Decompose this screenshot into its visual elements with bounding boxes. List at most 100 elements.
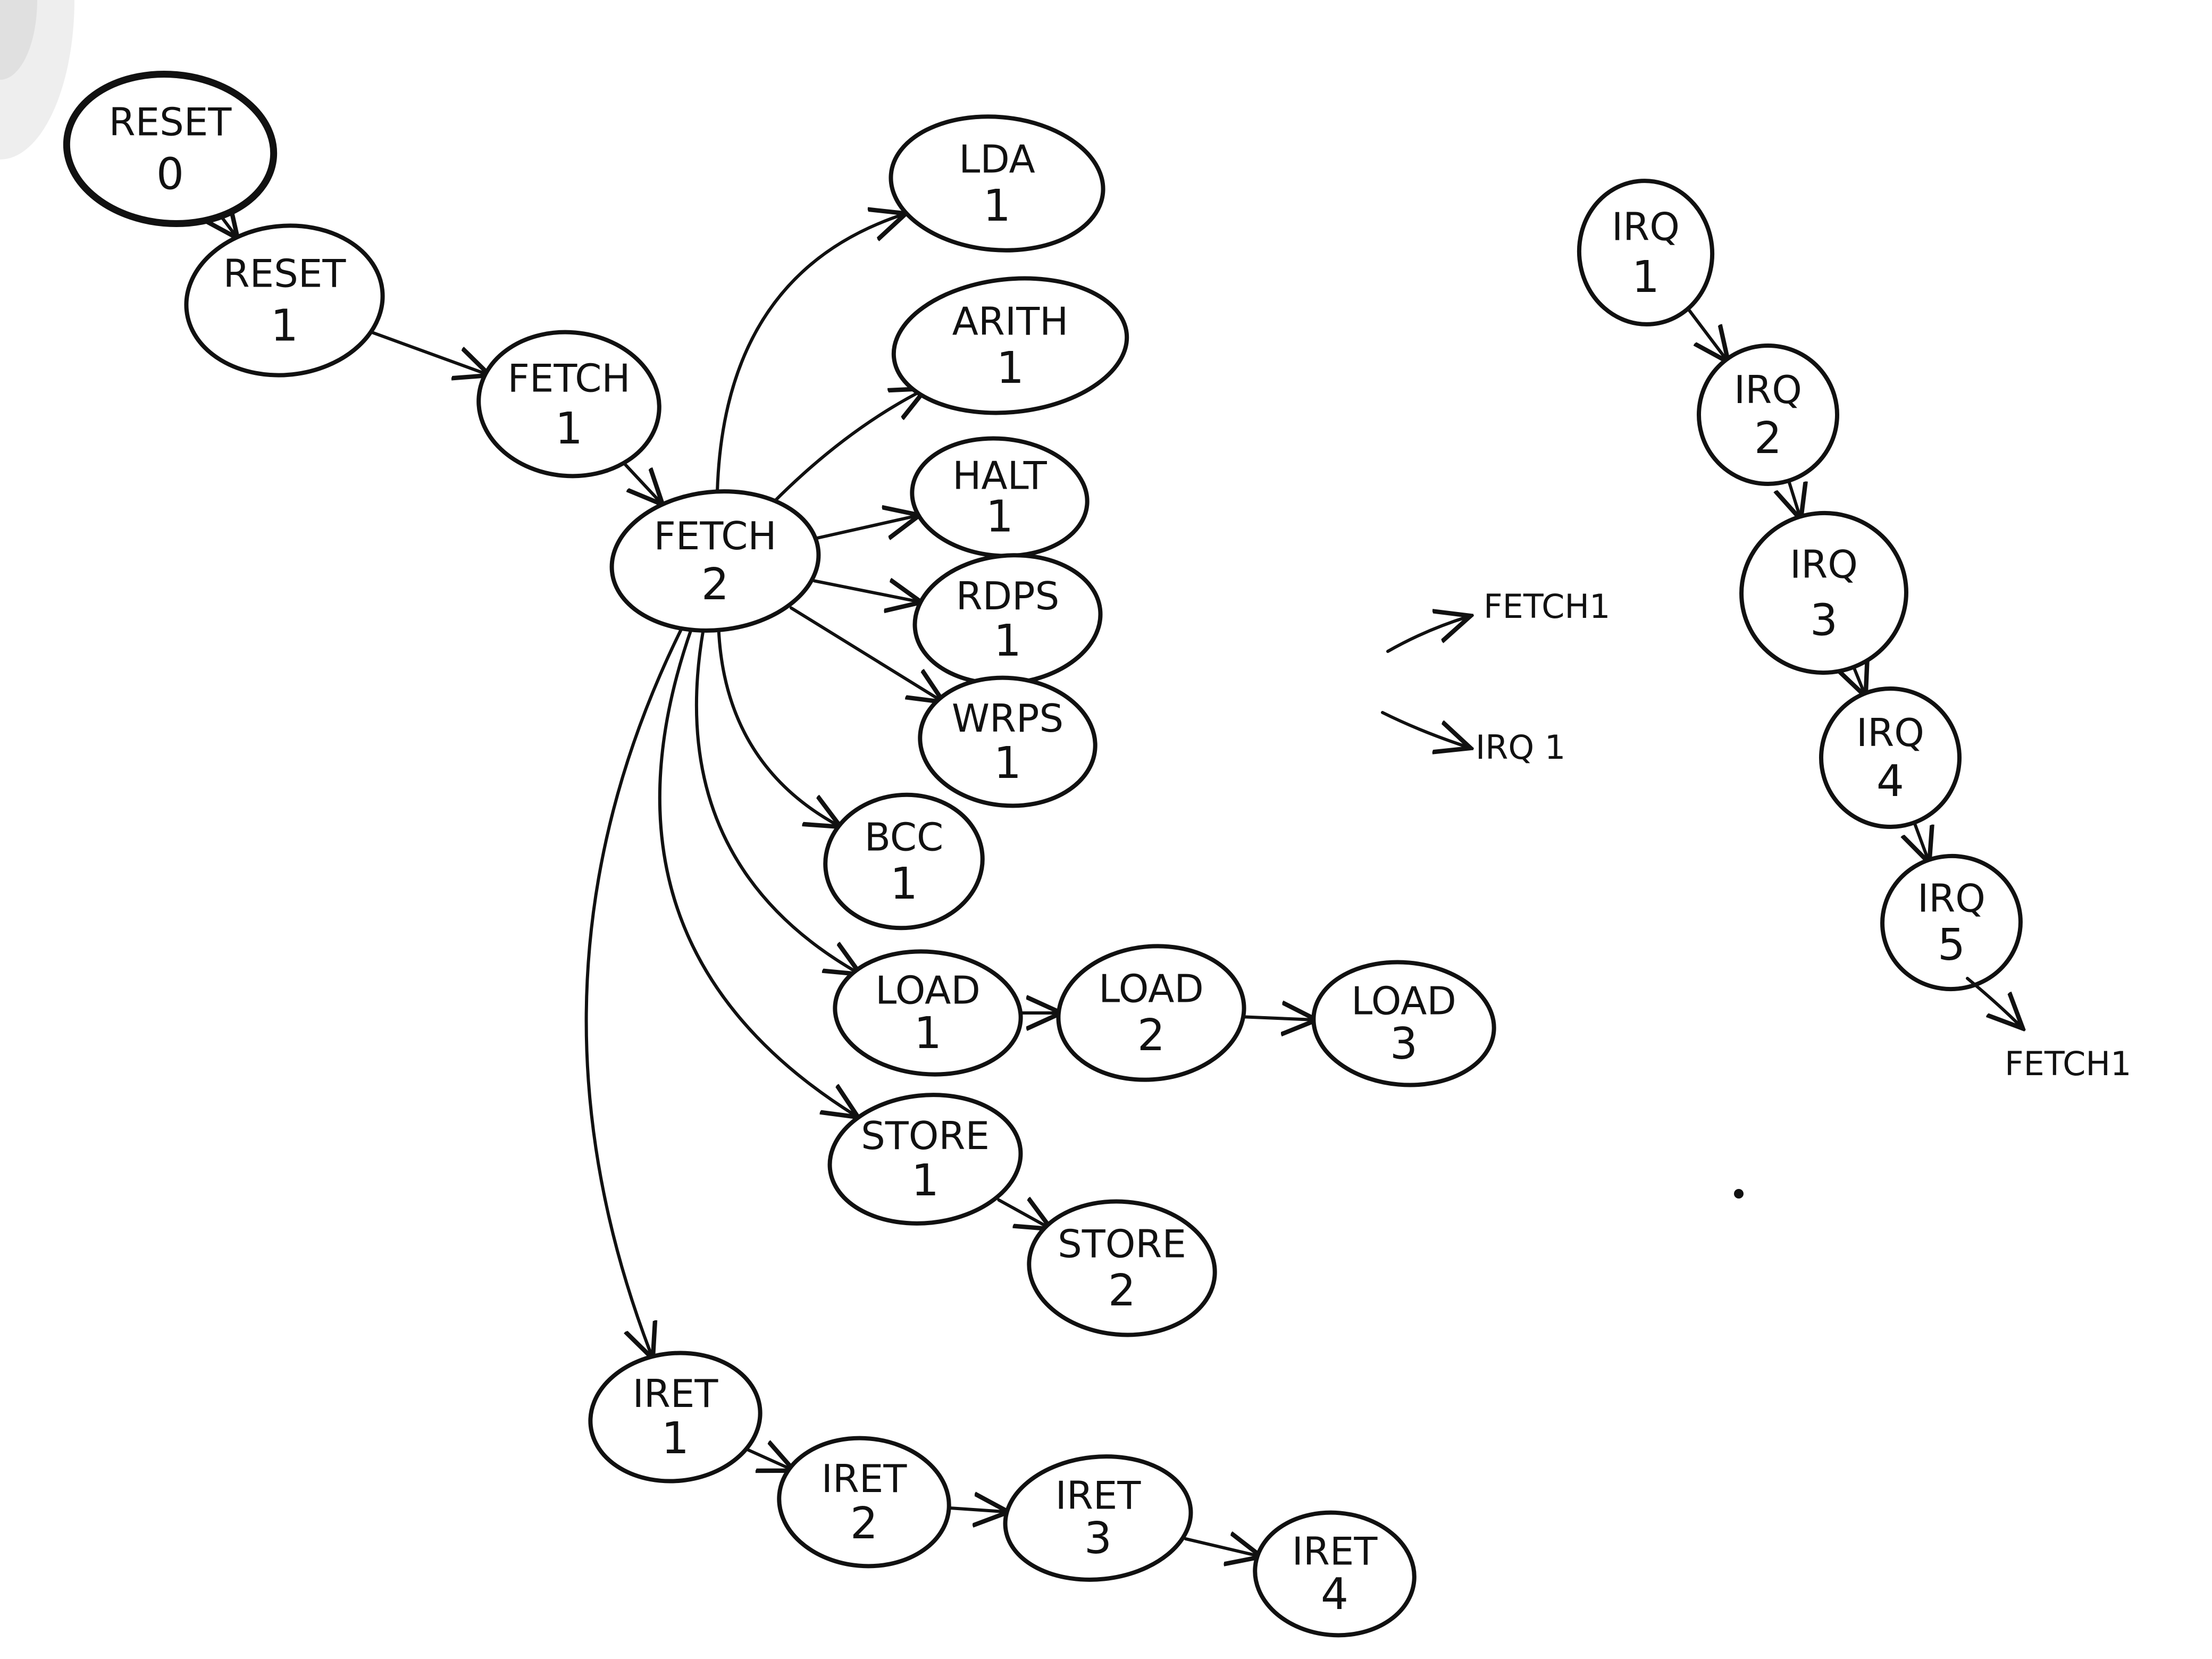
- state-node-number: 5: [1938, 920, 1965, 970]
- state-node-name: FETCH: [507, 356, 630, 400]
- legend-to-fetch: FETCH1: [1386, 587, 1610, 653]
- state-node-fetch-1: FETCH1: [476, 330, 661, 479]
- state-node-number: 0: [156, 149, 184, 200]
- transition-irq-2-to-irq-3: [1789, 479, 1800, 517]
- transition-load-2-to-load-3: [1242, 1017, 1314, 1020]
- state-node-outline: [823, 792, 985, 931]
- state-node-number: 3: [1810, 595, 1838, 646]
- state-node-outline: [1311, 960, 1496, 1087]
- state-node-number: 2: [1108, 1266, 1136, 1316]
- irq-exit-label: FETCH1: [2005, 1044, 2131, 1083]
- legend-fetch-label: FETCH1: [1484, 587, 1610, 626]
- state-node-name: ARITH: [952, 299, 1069, 344]
- transition-fetch-2-to-load-1: [694, 628, 858, 973]
- transition-fetch-2-to-iret-1: [584, 625, 684, 1355]
- transition-iret-2-to-iret-3: [947, 1508, 1006, 1512]
- state-node-outline: [63, 71, 278, 227]
- state-node-number: 2: [850, 1498, 878, 1549]
- edges-layer: [220, 214, 1928, 1556]
- state-node-number: 1: [555, 404, 583, 454]
- state-node-number: 1: [996, 343, 1024, 393]
- state-node-name: RDPS: [956, 574, 1060, 618]
- state-node-name: LOAD: [875, 968, 981, 1013]
- state-node-number: 3: [1390, 1019, 1418, 1069]
- state-node-name: IRET: [1292, 1529, 1378, 1574]
- state-node-name: LDA: [959, 137, 1035, 182]
- state-node-name: WRPS: [952, 696, 1063, 741]
- state-node-name: IRET: [822, 1456, 908, 1501]
- transition-irq-4-to-irq-5: [1914, 820, 1928, 860]
- state-node-number: 1: [661, 1413, 689, 1464]
- transition-fetch-2-to-bcc-1: [717, 628, 838, 825]
- state-node-outline: [1027, 1199, 1217, 1337]
- state-node-name: HALT: [952, 453, 1048, 498]
- state-node-name: IRQ: [1734, 367, 1802, 412]
- state-node-outline: [1577, 179, 1715, 326]
- transition-store-1-to-store-2: [997, 1200, 1048, 1228]
- pen-dot: [1734, 1189, 1744, 1199]
- state-node-name: IRQ: [1917, 876, 1985, 921]
- transition-reset-1-to-fetch-1: [371, 331, 487, 374]
- state-node-outline: [833, 949, 1023, 1077]
- irq-exit: FETCH1: [1966, 977, 2131, 1083]
- state-node-number: 1: [914, 1008, 942, 1059]
- state-node-number: 1: [911, 1155, 939, 1206]
- state-node-outline: [1697, 343, 1839, 486]
- state-node-outline: [1819, 686, 1962, 829]
- transition-irq-3-to-irq-4: [1854, 667, 1864, 694]
- legend-irq-label: IRQ 1: [1476, 728, 1565, 767]
- legend-fetch-arrow: [1386, 617, 1468, 653]
- transition-fetch-2-to-lda-1: [716, 214, 903, 493]
- state-node-outline: [889, 114, 1105, 253]
- state-node-outline: [609, 489, 821, 633]
- transition-fetch-2-to-wrps-1: [790, 606, 941, 700]
- state-node-outline: [588, 1351, 763, 1484]
- state-node-number: 1: [983, 181, 1011, 231]
- state-node-name: LOAD: [1351, 979, 1456, 1024]
- state-node-number: 1: [994, 738, 1021, 789]
- state-node-name: STORE: [1058, 1222, 1186, 1267]
- irq-exit-arrow: [1966, 977, 2021, 1026]
- transition-iret-1-to-iret-2: [747, 1450, 791, 1469]
- transition-fetch-2-to-store-1: [658, 626, 856, 1116]
- state-node-outline: [891, 276, 1129, 415]
- state-node-number: 1: [890, 859, 918, 909]
- state-node-name: IRQ: [1856, 710, 1924, 755]
- state-node-number: 1: [271, 301, 298, 351]
- state-node-outline: [1880, 853, 2023, 992]
- legend-irq-arrow: [1381, 711, 1468, 747]
- transition-fetch-1-to-fetch-2: [621, 460, 660, 502]
- state-node-name: IRET: [1055, 1473, 1142, 1518]
- state-node-number: 2: [1754, 413, 1782, 464]
- state-node-outline: [918, 675, 1097, 808]
- state-node-outline: [827, 1093, 1023, 1226]
- state-node-outline: [1739, 510, 1908, 675]
- state-node-name: IRQ: [1612, 204, 1680, 249]
- state-node-number: 2: [701, 559, 729, 610]
- state-node-number: 3: [1084, 1513, 1112, 1564]
- state-node-outline: [1003, 1454, 1193, 1582]
- state-node-outline: [777, 1436, 951, 1569]
- state-node-outline: [184, 223, 385, 378]
- state-node-number: 1: [1632, 252, 1660, 303]
- state-node-name: LOAD: [1099, 967, 1204, 1011]
